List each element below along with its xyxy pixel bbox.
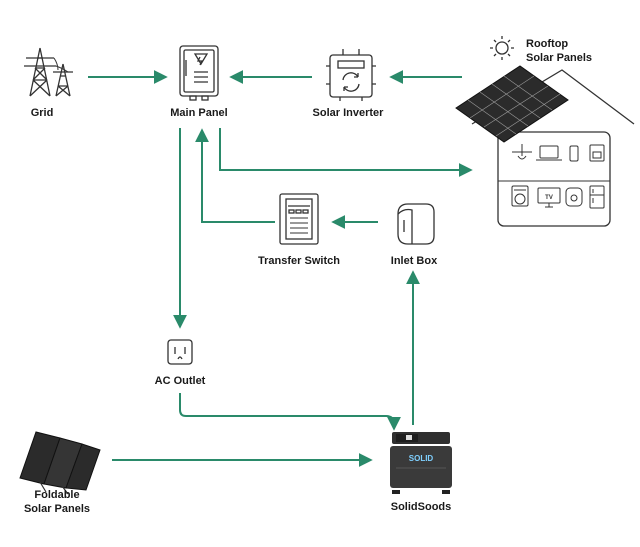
foldable-label-line1: Foldable	[34, 489, 79, 501]
electrical-panel-icon	[179, 45, 219, 101]
flow-lines	[88, 70, 473, 467]
main-panel-node: Main Panel	[170, 45, 228, 119]
flow-transfer-switch-to-main-panel	[195, 128, 275, 223]
power-tower-icon	[24, 47, 73, 97]
sun-icon	[490, 36, 514, 60]
tv-screen-label: TV	[545, 195, 553, 201]
solar-inverter-node: Solar Inverter	[313, 49, 385, 119]
inverter-icon	[326, 49, 376, 101]
phone-icon	[569, 145, 579, 162]
battery-brand-mark: SOLID	[409, 454, 434, 463]
transfer-switch-label: Transfer Switch	[258, 255, 340, 267]
inlet-box-node: Inlet Box	[391, 203, 438, 267]
flow-ac-outlet-to-solidsoods	[179, 393, 401, 431]
rooftop-node: Rooftop Solar Panels	[455, 36, 635, 227]
main-panel-label: Main Panel	[170, 107, 227, 119]
solar-inverter-label: Solar Inverter	[313, 107, 385, 119]
heater-icon	[565, 187, 583, 207]
transfer-switch-icon	[279, 193, 319, 245]
rooftop-solar-panel-icon	[455, 65, 569, 143]
grid-node: Grid	[24, 47, 73, 119]
ac-outlet-node: AC Outlet	[155, 339, 206, 387]
tv-icon: TV	[537, 187, 561, 208]
foldable-panels-node: Foldable Solar Panels	[19, 431, 101, 515]
foldable-solar-panel-icon	[19, 431, 101, 495]
rooftop-label-line1: Rooftop	[526, 38, 568, 50]
battery-unit-icon: SOLID	[390, 432, 452, 494]
grid-label: Grid	[31, 107, 54, 119]
coffee-machine-icon	[589, 144, 605, 162]
ceiling-fan-icon	[512, 144, 532, 160]
inlet-box-label: Inlet Box	[391, 255, 438, 267]
flow-main-panel-to-house	[219, 128, 473, 177]
ac-outlet-label: AC Outlet	[155, 375, 206, 387]
inlet-box-icon	[397, 203, 435, 245]
ac-outlet-icon	[167, 339, 193, 365]
laptop-icon	[536, 145, 562, 161]
transfer-switch-node: Transfer Switch	[258, 193, 340, 267]
washing-machine-icon	[511, 185, 529, 207]
rooftop-label-line2: Solar Panels	[526, 52, 592, 64]
refrigerator-icon	[589, 185, 605, 209]
solidsoods-node: SOLID SolidSoods	[390, 432, 452, 513]
solidsoods-label: SolidSoods	[391, 501, 452, 513]
foldable-label-line2: Solar Panels	[24, 503, 90, 515]
